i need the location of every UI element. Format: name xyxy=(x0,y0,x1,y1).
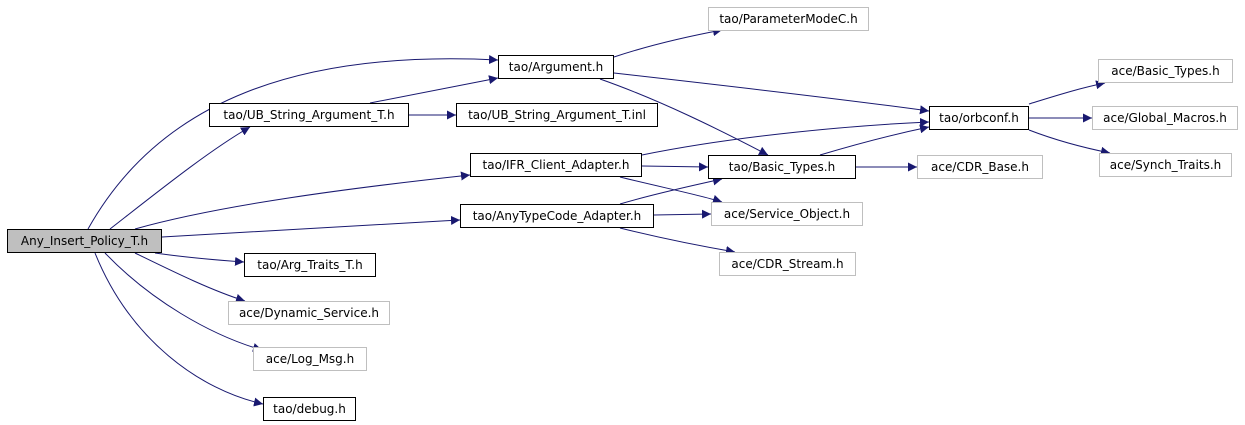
node-tao-parametermodec: tao/ParameterModeC.h xyxy=(708,7,869,31)
node-tao-anytypecode-adapter[interactable]: tao/AnyTypeCode_Adapter.h xyxy=(460,204,654,228)
node-ace-basic-types: ace/Basic_Types.h xyxy=(1098,59,1233,83)
node-tao-ub-string-argument-inl[interactable]: tao/UB_String_Argument_T.inl xyxy=(456,103,658,127)
edge-argument-to-orbconf xyxy=(613,72,930,115)
node-tao-basic-types[interactable]: tao/Basic_Types.h xyxy=(708,155,856,179)
node-tao-argument[interactable]: tao/Argument.h xyxy=(498,55,614,79)
edge-anytypecode-adapter-to-cdr-stream xyxy=(619,227,736,255)
node-tao-orbconf[interactable]: tao/orbconf.h xyxy=(929,106,1029,130)
edge-any-insert-policy-to-arg-traits xyxy=(154,252,245,266)
edge-anytypecode-adapter-to-tao-basic-types xyxy=(619,176,723,205)
edge-any-insert-policy-to-ifr-client-adapter xyxy=(134,171,471,230)
node-ace-log-msg: ace/Log_Msg.h xyxy=(253,347,367,371)
edge-ifr-client-adapter-to-orbconf xyxy=(641,117,930,156)
edge-any-insert-policy-to-ub-string-argument xyxy=(109,126,251,230)
edge-ifr-client-adapter-to-service-object xyxy=(619,176,723,204)
node-tao-ub-string-argument[interactable]: tao/UB_String_Argument_T.h xyxy=(209,103,409,127)
node-ace-global-macros: ace/Global_Macros.h xyxy=(1092,106,1238,130)
edge-any-insert-policy-to-log-msg xyxy=(104,252,263,352)
edge-tao-basic-types-to-orbconf xyxy=(819,124,930,156)
node-tao-arg-traits[interactable]: tao/Arg_Traits_T.h xyxy=(244,253,376,277)
edge-ub-string-argument-to-argument xyxy=(369,75,499,104)
node-ace-cdr-base: ace/CDR_Base.h xyxy=(917,155,1043,179)
edge-any-insert-policy-to-anytypecode-adapter xyxy=(161,215,461,238)
edge-any-insert-policy-to-dynamic-service xyxy=(134,252,246,303)
node-tao-debug[interactable]: tao/debug.h xyxy=(263,397,356,421)
node-ace-synch-traits: ace/Synch_Traits.h xyxy=(1099,153,1232,177)
node-ace-cdr-stream: ace/CDR_Stream.h xyxy=(719,252,856,276)
edge-anytypecode-adapter-to-service-object xyxy=(653,209,712,219)
edge-any-insert-policy-to-debug xyxy=(94,252,264,407)
edge-ifr-client-adapter-to-tao-basic-types xyxy=(641,162,709,172)
edge-argument-to-tao-basic-types xyxy=(599,78,769,156)
node-tao-ifr-client-adapter[interactable]: tao/IFR_Client_Adapter.h xyxy=(470,153,642,177)
node-ace-dynamic-service: ace/Dynamic_Service.h xyxy=(228,301,390,325)
edge-orbconf-to-ace-basic-types xyxy=(1028,80,1106,105)
edge-orbconf-to-ace-synch-traits xyxy=(1028,129,1111,156)
node-any-insert-policy: Any_Insert_Policy_T.h xyxy=(7,229,162,253)
node-ace-service-object: ace/Service_Object.h xyxy=(711,202,863,226)
edge-any-insert-policy-to-argument xyxy=(87,55,499,230)
edge-argument-to-parametermodec xyxy=(613,27,723,58)
